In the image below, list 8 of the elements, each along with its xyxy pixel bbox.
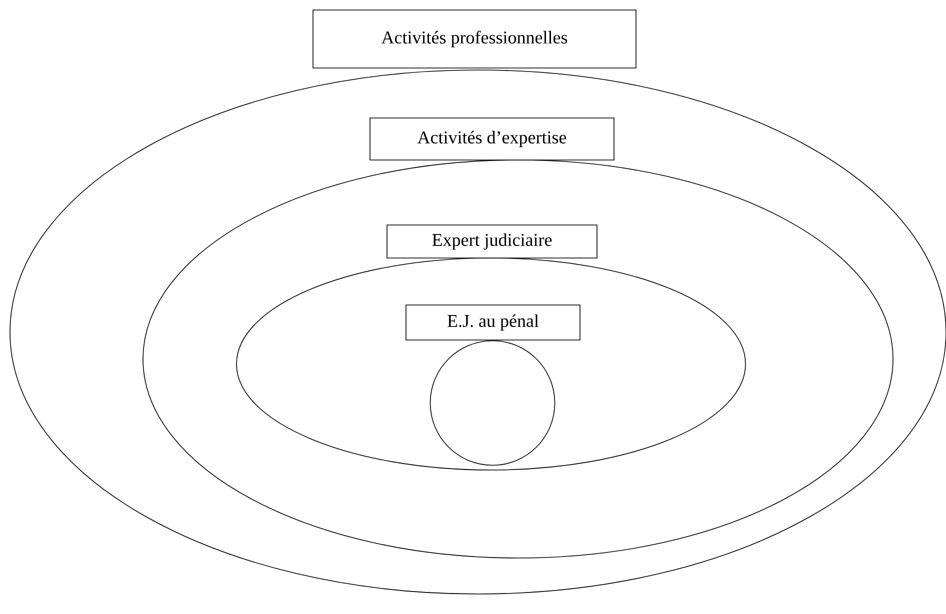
- label-box: E.J. au pénal: [406, 304, 580, 340]
- ellipse-outline: [10, 70, 946, 594]
- circle-outline: [430, 340, 556, 466]
- label-box: Activités professionnelles: [312, 10, 636, 68]
- label-box: Expert judiciaire: [386, 224, 598, 258]
- ellipse-outline: [236, 258, 746, 470]
- label-box: Activités d’expertise: [370, 118, 614, 160]
- ellipse-outline: [142, 160, 894, 558]
